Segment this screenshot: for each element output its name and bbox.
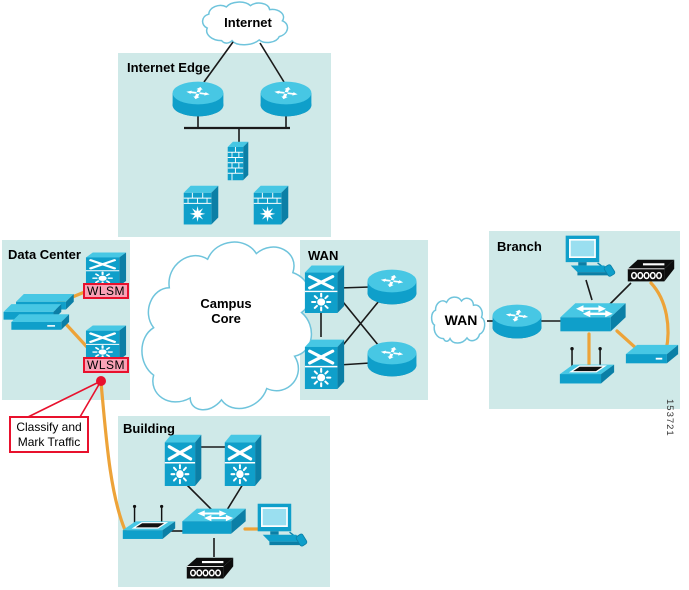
building-label: Building — [123, 421, 175, 436]
wan-label: WAN — [308, 248, 339, 263]
wlsm-module-bottom: WLSM — [83, 357, 129, 373]
router-icon — [367, 341, 417, 377]
workgroup-switch-icon — [559, 302, 627, 333]
wlsm-module-top: WLSM — [83, 283, 129, 299]
router-icon — [260, 81, 312, 117]
multilayer-switch-icon — [223, 433, 263, 486]
wan-cloud-label: WAN — [444, 312, 478, 328]
multilayer-switch-icon — [163, 433, 203, 486]
multilayer-switch-icon — [303, 338, 346, 389]
access-point-icon — [122, 504, 176, 540]
workstation-icon — [564, 234, 616, 278]
firewall-icon — [227, 141, 249, 181]
campus-core-cloud-label: Campus Core — [200, 296, 252, 326]
workgroup-switch-icon — [181, 507, 247, 535]
wireless-bridge-icon — [624, 343, 680, 365]
internet-cloud-label: Internet — [224, 15, 272, 30]
router-icon — [367, 269, 417, 305]
router-icon — [492, 304, 542, 339]
security-appliance-icon — [183, 185, 219, 225]
security-appliance-icon — [253, 185, 289, 225]
data-center-label: Data Center — [8, 247, 81, 262]
ip-phone-icon — [626, 258, 676, 283]
multilayer-switch-icon — [84, 323, 128, 360]
branch-label: Branch — [497, 239, 542, 254]
multilayer-switch-icon — [84, 250, 128, 286]
workstation-icon — [256, 502, 308, 548]
server-stack-icon — [2, 294, 75, 331]
access-point-icon — [559, 346, 615, 385]
internet-edge-label: Internet Edge — [127, 60, 211, 75]
multilayer-switch-icon — [303, 263, 346, 313]
figure-number: 153721 — [664, 399, 675, 437]
ip-phone-icon — [185, 556, 235, 580]
router-icon — [172, 81, 224, 117]
classify-mark-traffic-callout: Classify and Mark Traffic — [9, 416, 89, 453]
